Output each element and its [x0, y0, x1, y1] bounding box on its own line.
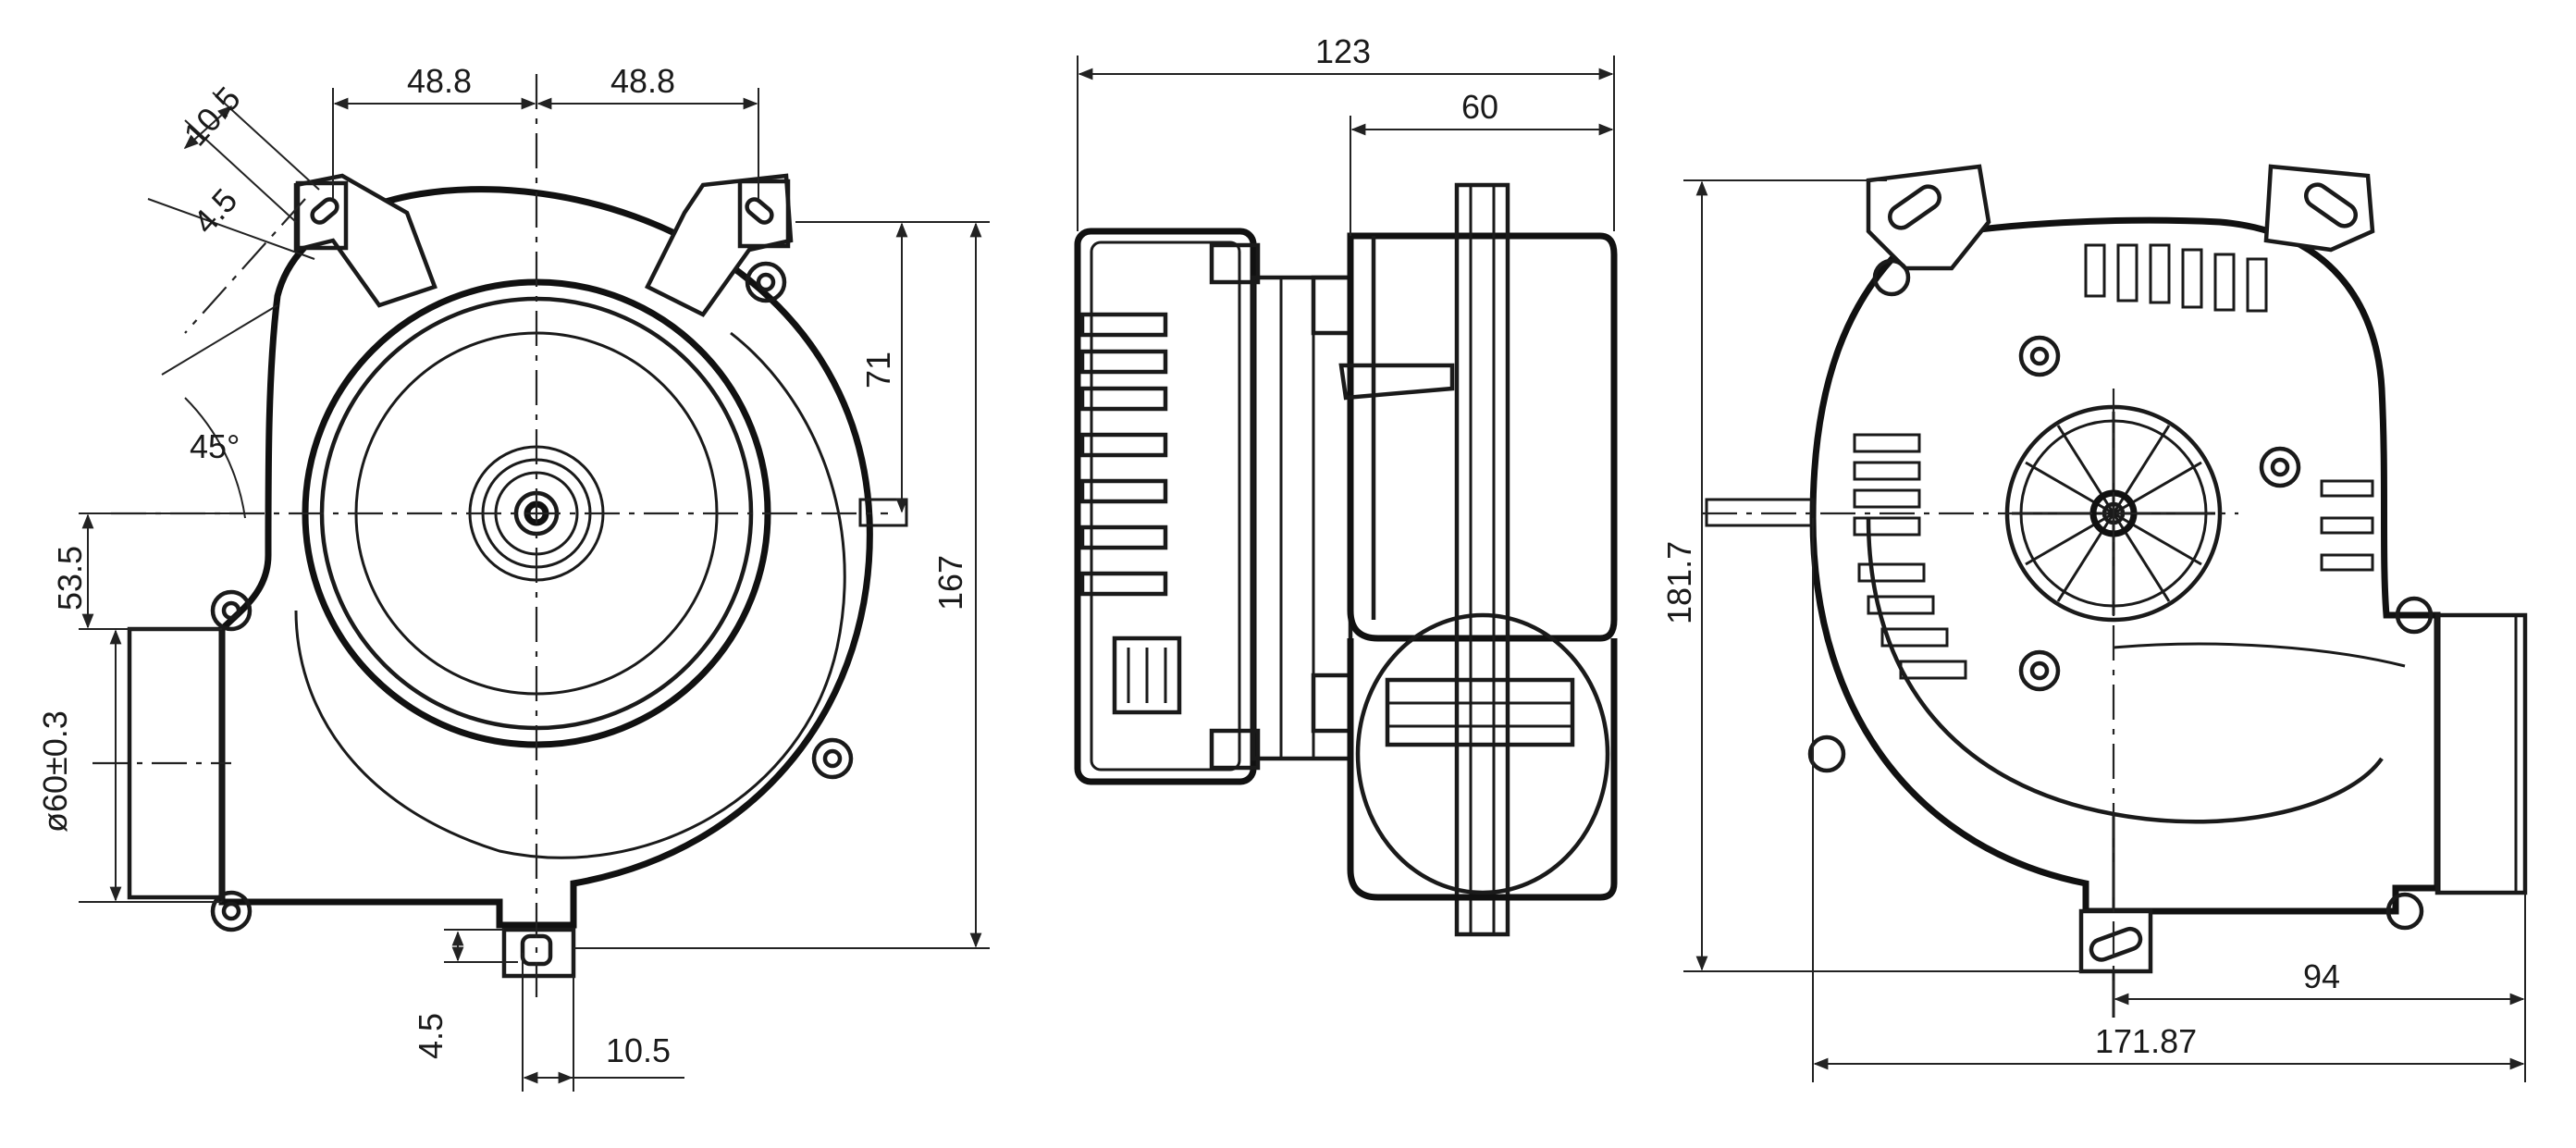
rear-screw-3: [2018, 649, 2061, 692]
side-connector: [1112, 636, 1182, 715]
side-controller-fins: [1079, 312, 1168, 597]
side-coupling: [1251, 275, 1353, 761]
side-outlet: [1347, 638, 1618, 901]
rear-bracket-left: [1866, 164, 1991, 271]
dim-housing-depth: 60: [1461, 88, 1498, 126]
front-screw-4: [811, 737, 854, 780]
dim-inlet-offset: 53.5: [51, 546, 89, 611]
front-slot-left: [310, 197, 339, 225]
rear-screw-1: [2018, 335, 2061, 377]
front-view: 48.8 48.8 10.5 4.5 45° 53.5 ø60±0.3 167 …: [36, 62, 990, 1092]
dim-overall-height: 167: [931, 555, 969, 611]
rear-lug-left-bottom: [1807, 734, 1846, 773]
rear-volute-outline: [1809, 216, 2441, 915]
front-volute-inner: [294, 331, 846, 859]
rear-lug-left-top: [1872, 258, 1911, 297]
dim-angle: 45°: [190, 427, 240, 465]
dim-rear-overall-height: 181.7: [1660, 541, 1698, 624]
dim-bracket-width: 10.5: [176, 80, 247, 154]
dim-bottom-hole-offset: 4.5: [412, 1013, 450, 1059]
rear-fins-right: [2320, 479, 2374, 572]
dim-inlet-diameter: ø60±0.3: [36, 710, 74, 833]
dim-overall-depth: 123: [1315, 32, 1371, 70]
rear-fins-top: [2084, 243, 2268, 313]
rear-fins-left: [1853, 433, 1967, 680]
dim-upper-height: 71: [859, 352, 897, 389]
dim-hole-offset: 4.5: [185, 181, 244, 241]
side-flange: [1454, 182, 1510, 937]
rear-bracket-right: [2263, 164, 2375, 253]
dim-rear-overall-width: 171.87: [2095, 1022, 2197, 1060]
side-outlet-grille: [1385, 677, 1575, 747]
dim-rear-outlet-offset: 94: [2303, 957, 2340, 995]
front-screw-2: [210, 589, 253, 632]
rear-outlet-flange: [2434, 612, 2528, 895]
dim-bottom-bracket-width: 10.5: [606, 1031, 671, 1069]
side-housing: [1347, 232, 1618, 642]
rear-lug-right-top: [2395, 596, 2434, 635]
dim-half-spacing-left: 48.8: [407, 62, 472, 100]
front-screw-1: [745, 261, 787, 303]
front-screw-3: [210, 890, 253, 932]
rear-view: 181.7 94 171.87: [1660, 164, 2528, 1082]
rear-volute-inner: [1866, 517, 2384, 824]
dim-half-spacing-right: 48.8: [610, 62, 675, 100]
side-view: 123 60: [1074, 32, 1618, 937]
rear-screw-2: [2259, 446, 2301, 488]
rear-lug-right-bottom: [2385, 892, 2424, 931]
front-volute-outline: [218, 186, 873, 929]
front-slot-right: [745, 197, 774, 225]
